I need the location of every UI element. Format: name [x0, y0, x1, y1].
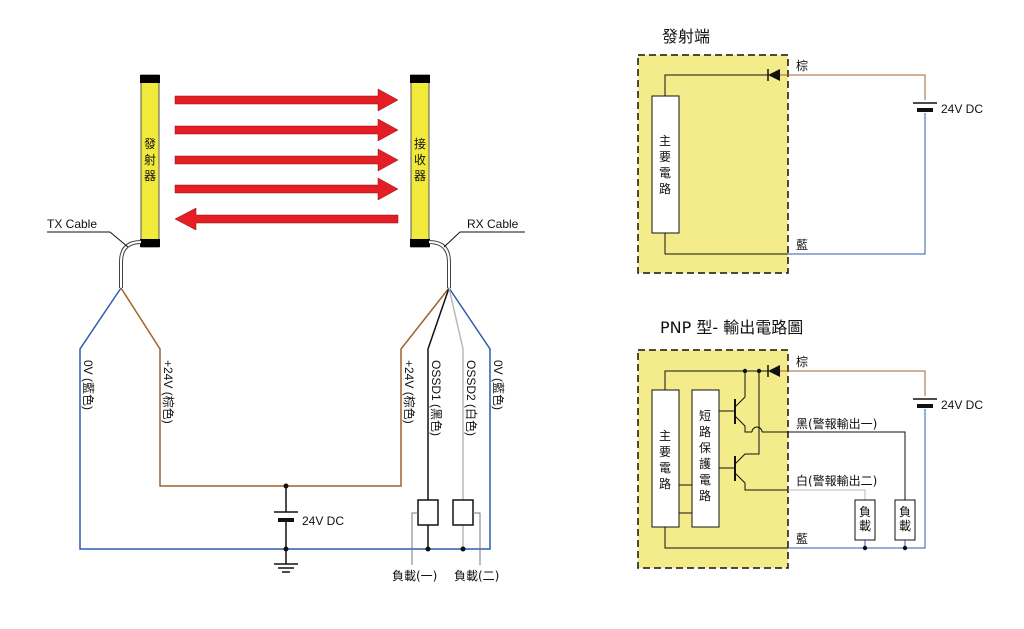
- battery-symbol: 24V DC: [274, 483, 344, 564]
- receiver-device: 接收器: [410, 74, 430, 248]
- white-output-label: 白(警報輸出二): [796, 473, 877, 488]
- beam-arrow-left: [174, 207, 399, 231]
- beam-arrow-right: [174, 148, 399, 172]
- pnp-blue-label: 藍: [796, 532, 808, 546]
- protection-circuit-label: 短路保護電路: [699, 409, 711, 503]
- brown-label: 棕: [796, 58, 808, 73]
- light-beams: [174, 88, 399, 231]
- pnp-load-1-label: 負載: [859, 505, 871, 533]
- transistor-1: [719, 371, 788, 433]
- tx-24v-wire: [120, 287, 450, 487]
- load-1-label: 負載(一): [392, 569, 437, 583]
- ground-icon: [274, 563, 298, 573]
- load-2: [452, 499, 481, 565]
- pnp-main-circuit-label: 主要電路: [659, 429, 671, 491]
- main-circuit-box: [651, 95, 680, 234]
- transmitter-device: 發射器: [140, 74, 160, 248]
- pnp-load-2-label: 負載: [899, 505, 911, 533]
- supply-label: 24V DC: [302, 514, 344, 528]
- rx-cable-label: RX Cable: [467, 217, 519, 231]
- main-circuit-label: 主要電路: [659, 134, 671, 196]
- transmitter-label: 發射器: [144, 136, 156, 183]
- tx-24v-label: +24V (棕色): [161, 360, 176, 424]
- rx-24v-label: +24V (棕色): [402, 360, 417, 424]
- transistor-2: [719, 371, 788, 491]
- tx-cable: TX Cable: [47, 217, 142, 288]
- pnp-brown-label: 棕: [796, 354, 808, 369]
- pnp-circuit-title: PNP 型- 輸出電路圖: [660, 318, 803, 337]
- load-1: [411, 499, 439, 565]
- tx-cable-label: TX Cable: [47, 217, 97, 231]
- protection-circuit-box: [691, 389, 720, 528]
- ossd1-wire: [427, 287, 450, 500]
- pnp-supply-label: 24V DC: [941, 398, 983, 412]
- transmitter-supply-label: 24V DC: [941, 102, 983, 116]
- transmitter-circuit-title: 發射端: [662, 27, 710, 46]
- rx-cable: RX Cable: [428, 217, 525, 288]
- beam-arrow-right: [174, 177, 399, 201]
- blue-label: 藍: [796, 238, 808, 252]
- tx-0v-label: 0V (藍色): [81, 360, 95, 410]
- ossd2-label: OSSD2 (白色): [464, 360, 479, 436]
- beam-arrow-right: [174, 88, 399, 112]
- pnp-diode-icon: [767, 365, 780, 377]
- ossd2-wire: [448, 287, 464, 549]
- receiver-label: 接收器: [414, 136, 426, 183]
- load-2-label: 負載(二): [454, 569, 499, 583]
- diode-icon: [767, 69, 780, 81]
- black-output-label: 黑(警報輸出一): [796, 416, 877, 431]
- ossd1-label: OSSD1 (黑色): [429, 360, 443, 436]
- beam-arrow-right: [174, 118, 399, 142]
- rx-0v-label: 0V (藍色): [491, 360, 505, 410]
